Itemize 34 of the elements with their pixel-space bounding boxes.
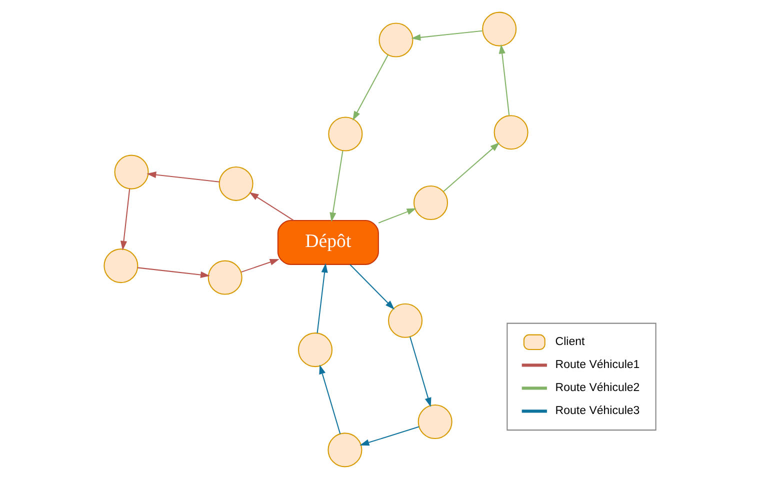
legend-label: Route Véhicule1 <box>554 359 640 372</box>
node-circle <box>297 332 332 368</box>
node-circle <box>114 154 148 190</box>
node-circle <box>412 185 448 220</box>
legend-label: Route Véhicule2 <box>554 382 640 394</box>
arrow <box>409 336 431 408</box>
arrow <box>120 188 130 250</box>
arrow <box>248 192 294 221</box>
arrow <box>349 264 394 310</box>
node-circle <box>218 166 253 201</box>
arrow <box>359 426 419 446</box>
arrow <box>329 150 343 222</box>
legend-label: Route Véhicule3 <box>554 405 640 418</box>
node-circle <box>482 12 516 46</box>
node-circle <box>388 303 422 338</box>
arrow <box>316 263 328 334</box>
node-circle <box>328 116 362 152</box>
arrow <box>410 30 482 41</box>
node-box: Dépôt <box>276 220 378 265</box>
arrow <box>146 172 219 182</box>
arrow <box>318 364 340 434</box>
arrow <box>442 142 500 192</box>
arrow <box>498 44 510 116</box>
arrow <box>378 208 416 224</box>
node-circle <box>207 260 242 295</box>
node-circle <box>327 432 362 468</box>
arrow <box>352 54 388 121</box>
node-circle <box>378 22 413 58</box>
arrow <box>137 267 210 278</box>
legend-label: Client <box>554 336 584 348</box>
node-circle <box>417 404 452 440</box>
node-circle <box>103 248 138 284</box>
arrow <box>240 259 279 273</box>
node-circle <box>493 115 528 150</box>
